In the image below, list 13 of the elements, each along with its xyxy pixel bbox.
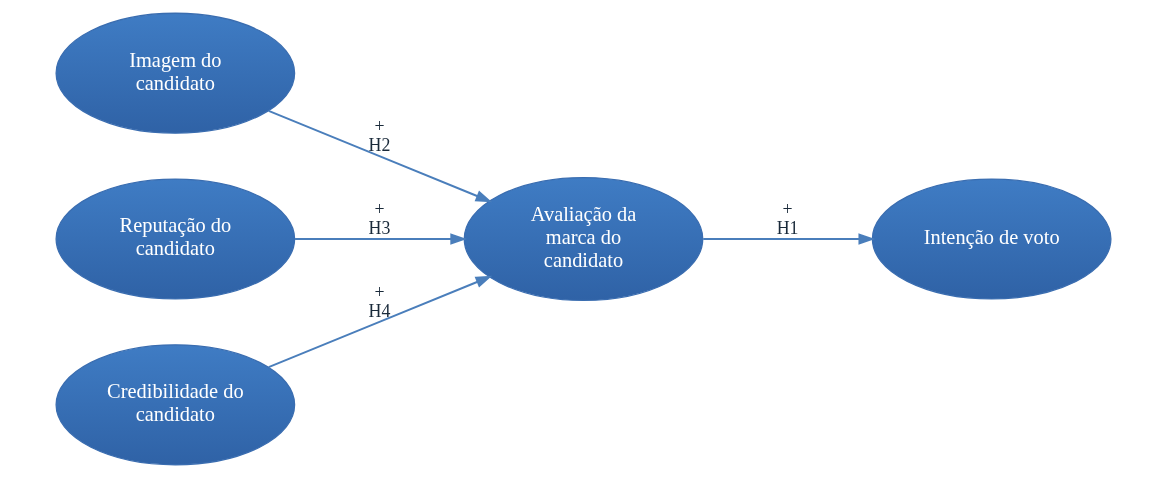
node-ellipse: Imagem do candidato — [54, 12, 295, 134]
arrow — [267, 109, 492, 203]
node-ellipse: Avaliação da marca do candidato — [463, 176, 703, 302]
arrow — [293, 233, 467, 245]
node-ellipse: Credibilidade do candidato — [54, 344, 295, 466]
edge-label: + H4 — [368, 281, 390, 322]
edge-label: + H1 — [776, 199, 798, 239]
edge-label: + H3 — [368, 199, 390, 239]
node-ellipse: Reputação do candidato — [54, 178, 295, 300]
edge-label: + H2 — [368, 116, 390, 156]
node-ellipse: Intenção de voto — [871, 178, 1112, 300]
arrow — [267, 275, 492, 369]
arrow — [701, 233, 875, 245]
